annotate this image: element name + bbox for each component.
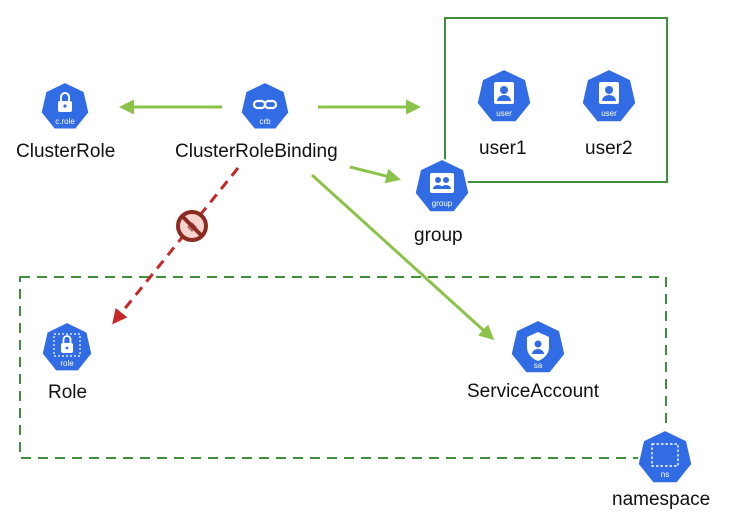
role-icon-text: role [60,359,74,368]
sa-label: ServiceAccount [467,381,600,402]
arrow-crb-to-role-denied [112,167,240,325]
crb-label: ClusterRoleBinding [175,141,338,162]
sa-icon-text: sa [534,361,543,370]
group-icon-text: group [432,199,453,208]
group-label: group [414,225,463,246]
user1-icon-text: user [496,109,512,118]
user2-icon-text: user [601,109,617,118]
user1-node: user [475,67,533,124]
user1-label: user1 [479,138,527,159]
users-box [444,17,668,183]
link-icon [252,99,278,110]
namespace-box [19,276,667,459]
ns-node: ns [636,428,694,485]
role-node: role [40,320,94,373]
clusterrole-label: ClusterRole [16,141,116,162]
group-node: group [413,157,471,214]
group-icon [430,173,454,193]
user-icon [599,82,619,104]
role-label: Role [48,382,88,403]
arrow-crb-to-serviceaccount [310,173,495,341]
service-account-icon [527,332,549,361]
arrow-crb-to-group [349,165,401,184]
user-icon [494,82,514,104]
lock-icon [58,92,72,112]
crb-icon-text: crb [259,117,271,126]
clusterrole-node: c.role [39,80,91,131]
namespace-label: namespace [612,489,711,510]
namespace-icon [651,443,679,467]
lock-icon [61,335,73,353]
user2-node: user [580,67,638,124]
sa-node: sa [509,318,567,375]
ns-icon-text: ns [661,470,669,479]
crb-node: crb [239,80,291,131]
user2-label: user2 [585,138,633,159]
prohibited-icon [176,210,208,242]
clusterrole-icon-text: c.role [55,117,75,126]
